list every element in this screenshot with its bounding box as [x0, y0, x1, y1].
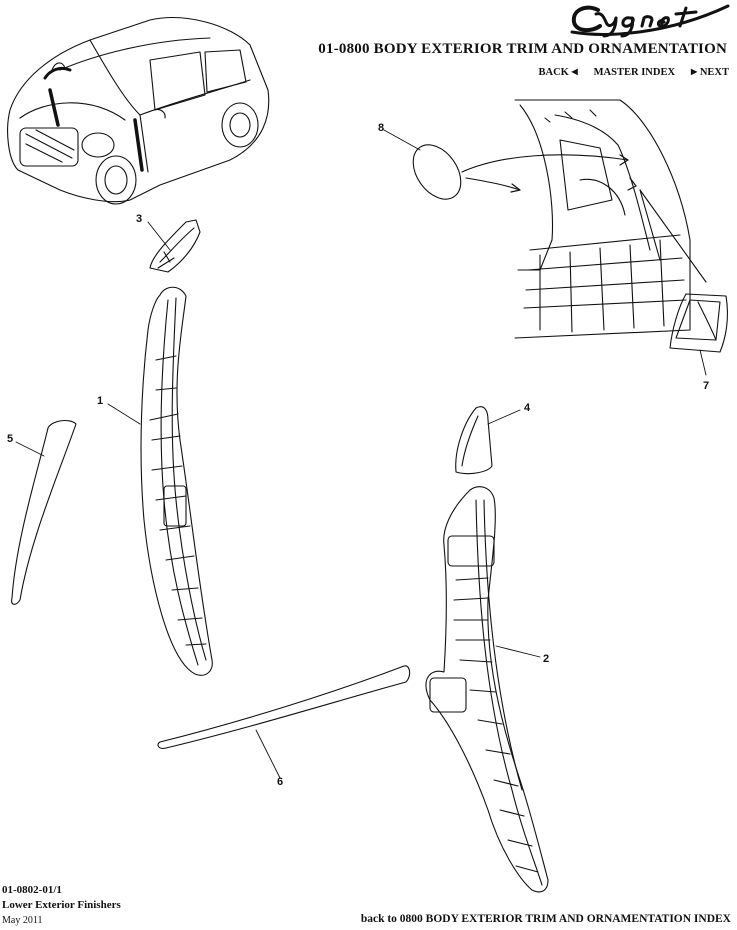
rear-body-cutaway [514, 99, 707, 339]
callout-7: 7 [703, 380, 709, 392]
callout-6: 6 [277, 776, 283, 788]
part-6-illustration [157, 665, 411, 749]
callout-2: 2 [543, 653, 549, 665]
next-arrow-icon: ▶ [691, 67, 698, 76]
back-link[interactable]: BACK ◀ [539, 67, 578, 78]
back-arrow-icon: ◀ [571, 67, 578, 76]
part-7-illustration [669, 293, 729, 353]
callout-5: 5 [7, 433, 13, 445]
index-back-link[interactable]: back to 0800 BODY EXTERIOR TRIM AND ORNA… [360, 913, 731, 925]
next-label: NEXT [699, 67, 729, 78]
page-title: 01-0800 BODY EXTERIOR TRIM AND ORNAMENTA… [318, 41, 727, 57]
nav-bar: BACK ◀ MASTER INDEX ▶ NEXT [539, 67, 729, 78]
next-link[interactable]: ▶ NEXT [691, 67, 729, 78]
part-code: 01-0802-01/1 [2, 884, 62, 896]
part-1-illustration [140, 286, 213, 676]
leader-lines [15, 129, 707, 779]
section-name: Lower Exterior Finishers [2, 899, 121, 911]
callout-8: 8 [378, 122, 384, 134]
callout-1: 1 [97, 395, 103, 407]
part-3-illustration [149, 219, 201, 273]
part-8-illustration [412, 144, 629, 200]
car-overview-illustration [7, 17, 270, 205]
issue-date: May 2011 [2, 915, 43, 926]
callout-4: 4 [524, 402, 531, 414]
callout-3: 3 [136, 213, 142, 225]
footer-info: 01-0802-01/1 Lower Exterior Finishers Ma… [2, 883, 121, 928]
master-index-link[interactable]: MASTER INDEX [593, 67, 676, 78]
brand-logo [570, 4, 730, 38]
part-2-illustration [425, 486, 549, 893]
back-label: BACK [538, 67, 569, 78]
part-4-illustration [455, 406, 493, 475]
part-5-illustration [11, 419, 77, 605]
